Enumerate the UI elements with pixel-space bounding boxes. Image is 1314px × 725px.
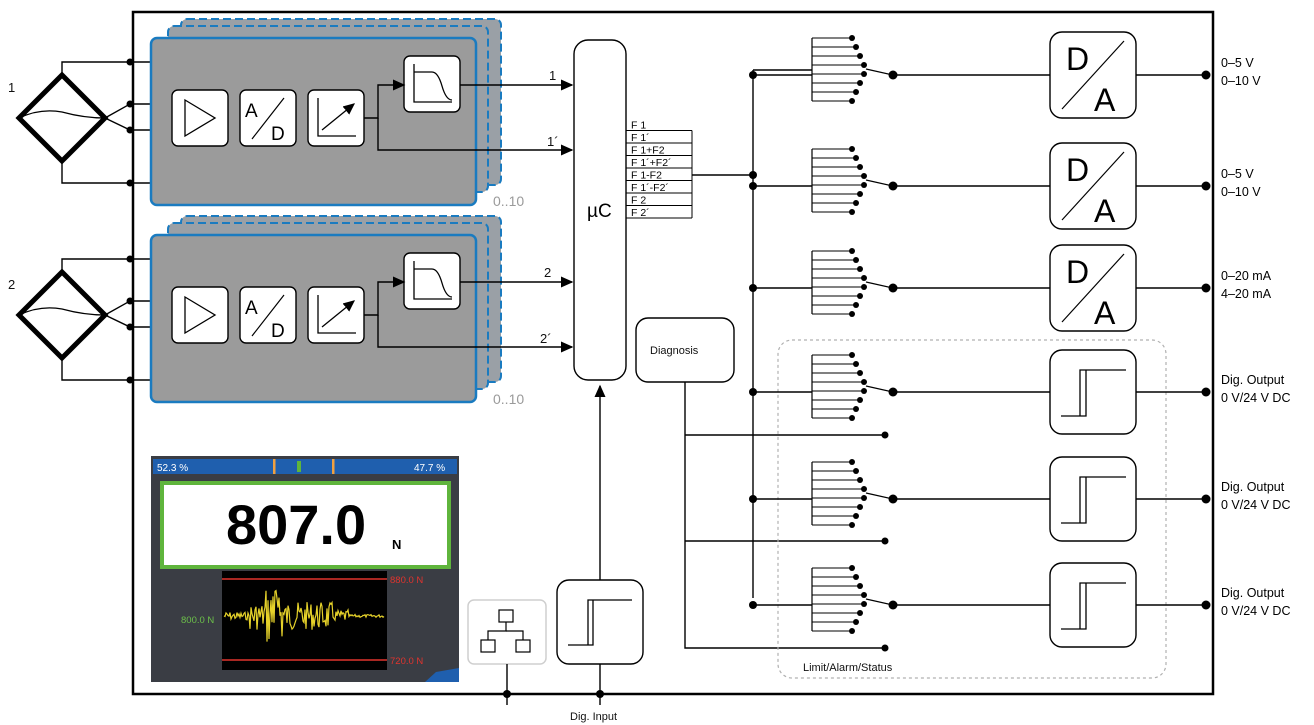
function-item: F 1´-F2´: [631, 182, 669, 194]
function-item: F 1: [631, 120, 646, 132]
channel-1-range: 0..10: [493, 193, 524, 209]
dac-bottom-label: A: [1094, 82, 1116, 118]
signal-selector: [811, 565, 898, 634]
measured-value: 807.0: [226, 493, 366, 556]
function-item: F 2: [631, 195, 646, 207]
measured-unit: N: [392, 537, 401, 552]
value-panel: [160, 481, 451, 569]
dig-input-label: Dig. Input: [570, 711, 617, 723]
signal-1-label: 1: [549, 68, 556, 83]
dac-bottom-label: A: [1094, 193, 1116, 229]
signal-selector: [811, 248, 898, 317]
signal-trace: [223, 589, 385, 642]
adc-1-top: A: [245, 101, 258, 122]
digital-output-label: 0 V/24 V DC: [1221, 498, 1290, 512]
digital-output-label: 0 V/24 V DC: [1221, 604, 1290, 618]
dac-top-label: D: [1066, 41, 1089, 77]
dac-2: DA: [1049, 142, 1137, 230]
signal-2-prime-label: 2´: [540, 331, 552, 346]
digital-output-label: Dig. Output: [1221, 586, 1285, 600]
microcontroller-label: µC: [587, 201, 612, 222]
digital-output-1: [1049, 349, 1137, 435]
analog-output-label: 0–20 mA: [1221, 269, 1272, 283]
device-enclosure: [131, 10, 1215, 696]
amplifier-2: [171, 286, 229, 344]
network-icon: [480, 609, 531, 653]
digital-output-3: [1049, 562, 1137, 648]
upper-limit-label: 880.0 N: [390, 575, 423, 586]
function-table: F 1F 1´F 1+F2F 1´+F2´F 1-F2F 1´-F2´F 2F …: [626, 120, 693, 219]
lowpass-filter-1-icon: [413, 64, 453, 103]
schmitt-trigger-icon: [1061, 476, 1126, 524]
microcontroller: [573, 39, 627, 381]
function-item: F 1´+F2´: [631, 157, 672, 169]
balance-left-value: 52.3 %: [157, 463, 188, 474]
signal-selector: [811, 146, 898, 215]
analog-output-label: 0–10 V: [1221, 74, 1261, 88]
diagnosis-label: Diagnosis: [650, 345, 699, 357]
dig-input-trigger: [556, 579, 644, 665]
channel-2-range: 0..10: [493, 391, 524, 407]
linearizer-2-icon: [321, 300, 356, 328]
device-display: 52.3 % 47.7 % 807.0 N 880.0 N 720.0 N 80…: [151, 456, 459, 682]
balance-bar: [153, 459, 457, 474]
linearizer-1-icon: [321, 103, 356, 131]
signal-selector: [811, 459, 898, 528]
balance-right-value: 47.7 %: [414, 463, 445, 474]
dac-3: DA: [1049, 244, 1137, 332]
adc-2-top: A: [245, 298, 258, 319]
limit-group-label: Limit/Alarm/Status: [803, 662, 893, 674]
schmitt-trigger-icon: [1061, 369, 1126, 417]
adc-1-bottom: D: [271, 124, 285, 145]
dac-bottom-label: A: [1094, 295, 1116, 331]
function-item: F 1-F2: [631, 170, 662, 182]
schmitt-trigger-icon: [1061, 582, 1126, 630]
signal-1-prime-label: 1´: [547, 134, 559, 149]
function-item: F 1+F2: [631, 145, 665, 157]
signal-selector: [811, 35, 898, 104]
amplifier-1-icon: [184, 98, 217, 138]
digital-output-label: 0 V/24 V DC: [1221, 391, 1290, 405]
sensor-2-label: 2: [8, 277, 15, 292]
filter-1: [403, 55, 461, 113]
dac-1: DA: [1049, 31, 1137, 119]
dac-top-label: D: [1066, 254, 1089, 290]
lowpass-filter-2-icon: [413, 261, 453, 300]
analog-output-label: 0–5 V: [1221, 56, 1254, 70]
filter-2: [403, 252, 461, 310]
limit-alarm-group: [777, 339, 1167, 679]
analog-output-label: 0–10 V: [1221, 185, 1261, 199]
center-value-label: 800.0 N: [181, 615, 214, 626]
digital-output-label: Dig. Output: [1221, 373, 1285, 387]
balance-indicator: [297, 461, 301, 472]
lower-limit-label: 720.0 N: [390, 656, 423, 667]
schmitt-trigger-icon: [568, 599, 632, 646]
amplifier-1: [171, 89, 229, 147]
sensor-1-label: 1: [8, 80, 15, 95]
digital-output-2: [1049, 456, 1137, 542]
analog-output-label: 4–20 mA: [1221, 287, 1272, 301]
digital-output-label: Dig. Output: [1221, 480, 1285, 494]
dac-top-label: D: [1066, 152, 1089, 188]
analog-output-label: 0–5 V: [1221, 167, 1254, 181]
amplifier-2-icon: [184, 295, 217, 335]
function-item: F 2´: [631, 207, 650, 219]
adc-2-bottom: D: [271, 321, 285, 342]
function-item: F 1´: [631, 132, 650, 144]
signal-selector: [811, 352, 898, 421]
signal-2-label: 2: [544, 265, 551, 280]
